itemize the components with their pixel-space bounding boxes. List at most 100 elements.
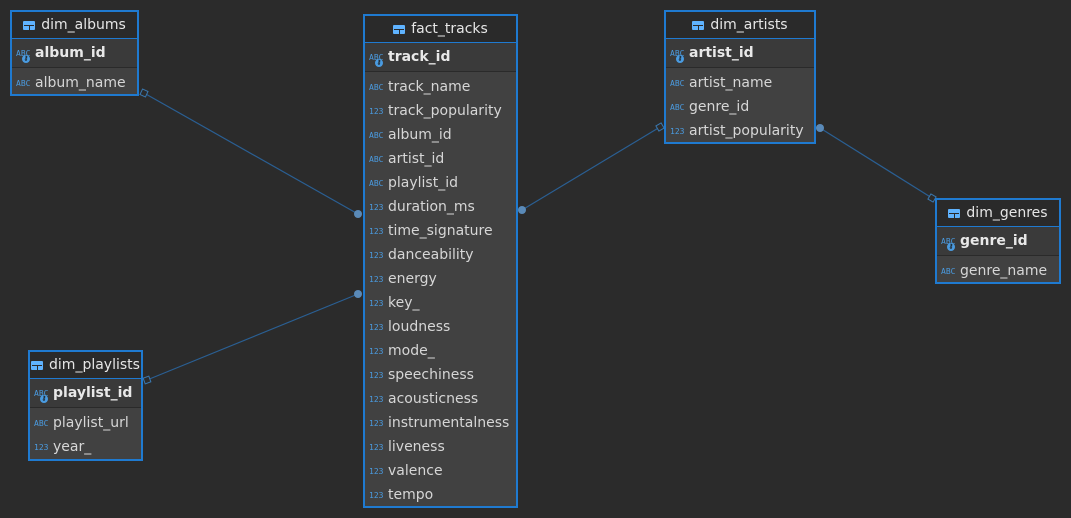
link-end-tracks-album	[354, 210, 362, 218]
type-icon: ABC	[670, 102, 685, 112]
type-icon: 123	[369, 490, 384, 500]
primary-key-row[interactable]: ABC⚷ playlist_id	[30, 379, 141, 408]
entity-header[interactable]: fact_tracks	[365, 16, 516, 43]
key-icon: ⚷	[22, 54, 30, 63]
column-name: album_name	[35, 75, 126, 91]
type-icon: ABC⚷	[369, 52, 384, 67]
type-icon: 123	[369, 250, 384, 260]
link-albums-tracks	[143, 92, 359, 215]
link-end-albums	[139, 88, 149, 98]
column-name: tempo	[388, 487, 434, 503]
column-name: valence	[388, 463, 443, 479]
column-name: album_id	[388, 127, 452, 143]
type-icon: 123	[369, 202, 384, 212]
column-name: playlist_url	[53, 415, 129, 431]
type-icon: 123	[369, 298, 384, 308]
primary-key-name: artist_id	[689, 45, 754, 61]
column-row[interactable]: 123 track_popularity	[365, 99, 516, 123]
type-icon: 123	[369, 394, 384, 404]
link-end-tracks-playlist	[354, 290, 362, 298]
type-icon: ABC	[369, 178, 384, 188]
entity-header[interactable]: dim_artists	[666, 12, 814, 39]
type-icon: 123	[369, 466, 384, 476]
column-name: acousticness	[388, 391, 479, 407]
type-icon: ABC⚷	[16, 48, 31, 63]
table-icon	[393, 24, 406, 34]
entity-header[interactable]: dim_albums	[12, 12, 137, 39]
entity-title: dim_albums	[41, 17, 126, 33]
type-icon: ABC⚷	[34, 388, 49, 403]
column-name: time_signature	[388, 223, 493, 239]
column-row[interactable]: ABC genre_id	[666, 95, 814, 119]
type-icon: ABC⚷	[670, 48, 685, 63]
type-icon: 123	[34, 442, 49, 452]
type-icon: ABC	[941, 266, 956, 276]
entity-title: fact_tracks	[411, 21, 488, 37]
type-icon: ABC	[16, 78, 31, 88]
key-icon: ⚷	[947, 242, 955, 251]
link-artists-genres	[819, 127, 933, 199]
entity-dim-albums[interactable]: dim_albums ABC⚷ album_id ABC album_name	[10, 10, 139, 96]
column-name: playlist_id	[388, 175, 458, 191]
primary-key-row[interactable]: ABC⚷ genre_id	[937, 227, 1059, 256]
field-list: ABC album_name	[12, 68, 137, 98]
entity-header[interactable]: dim_genres	[937, 200, 1059, 227]
entity-title: dim_playlists	[49, 357, 140, 373]
link-tracks-artists	[521, 126, 661, 211]
entity-header[interactable]: dim_playlists	[30, 352, 141, 379]
column-name: instrumentalness	[388, 415, 510, 431]
type-icon: ABC	[369, 82, 384, 92]
key-icon: ⚷	[375, 58, 383, 67]
type-icon: 123	[369, 370, 384, 380]
primary-key-row[interactable]: ABC⚷ track_id	[365, 43, 516, 72]
column-row[interactable]: ABC playlist_id	[365, 171, 516, 195]
column-row[interactable]: 123 valence	[365, 459, 516, 483]
link-playlists-tracks	[146, 293, 359, 381]
column-name: track_popularity	[388, 103, 502, 119]
column-row[interactable]: 123 tempo	[365, 483, 516, 507]
column-name: mode_	[388, 343, 435, 359]
column-row[interactable]: 123 acousticness	[365, 387, 516, 411]
table-icon	[692, 20, 705, 30]
link-end-artists	[655, 122, 665, 132]
type-icon: 123	[369, 322, 384, 332]
column-row[interactable]: ABC album_name	[12, 71, 137, 95]
column-name: liveness	[388, 439, 445, 455]
column-row[interactable]: 123 liveness	[365, 435, 516, 459]
column-name: loudness	[388, 319, 451, 335]
type-icon: ABC	[670, 78, 685, 88]
column-row[interactable]: 123 loudness	[365, 315, 516, 339]
type-icon: 123	[369, 442, 384, 452]
column-name: genre_id	[689, 99, 750, 115]
primary-key-name: album_id	[35, 45, 106, 61]
type-icon: 123	[369, 106, 384, 116]
type-icon: ABC⚷	[941, 236, 956, 251]
column-name: artist_popularity	[689, 123, 804, 139]
primary-key-row[interactable]: ABC⚷ artist_id	[666, 39, 814, 68]
primary-key-row[interactable]: ABC⚷ album_id	[12, 39, 137, 68]
primary-key-name: playlist_id	[53, 385, 133, 401]
